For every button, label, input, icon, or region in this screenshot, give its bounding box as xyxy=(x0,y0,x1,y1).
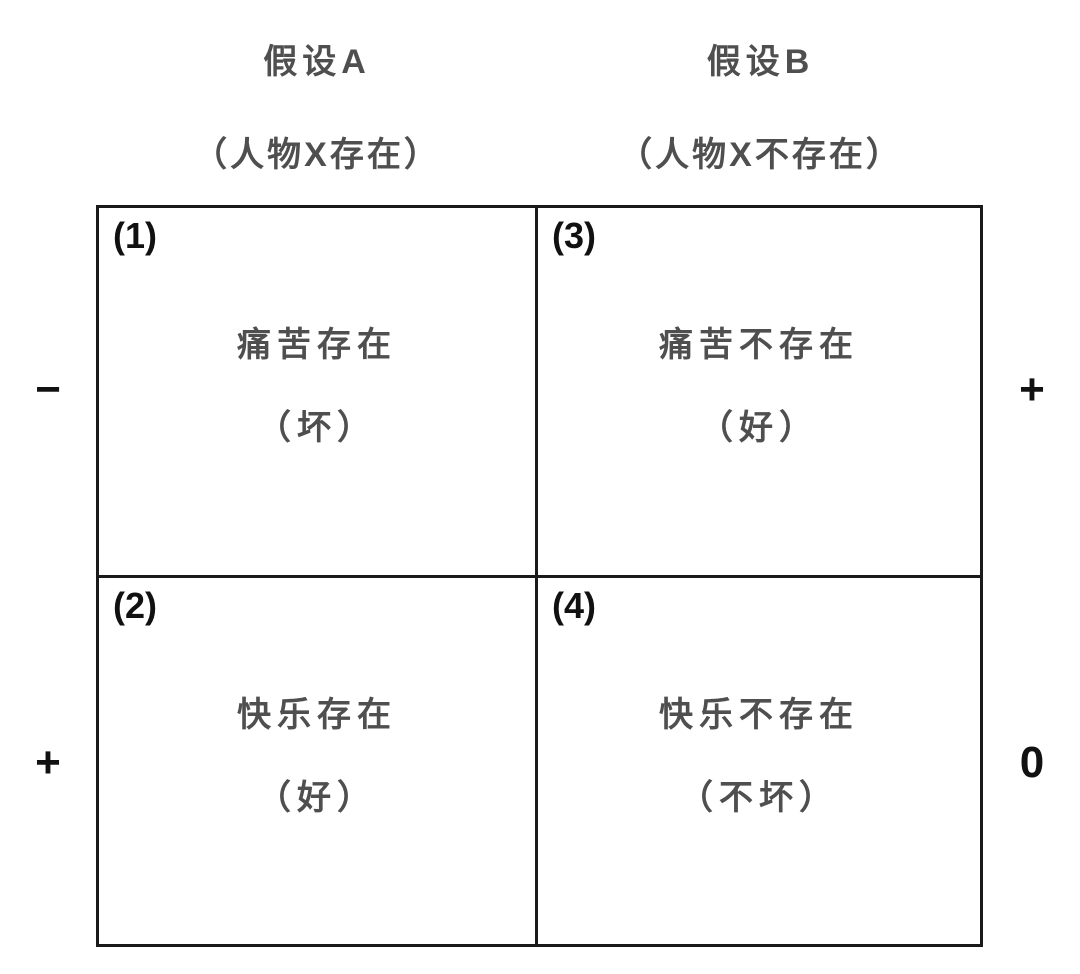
cell-1: (1) 痛苦存在 （坏） xyxy=(99,208,538,578)
axis-label-right-bottom-zero: 0 xyxy=(1019,738,1045,787)
cell-3: (3) 痛苦不存在 （好） xyxy=(538,208,980,578)
column-header-b-subtitle: （人物X不存在） xyxy=(618,136,903,174)
cell-4: (4) 快乐不存在 （不坏） xyxy=(538,578,980,944)
matrix-grid: (1) 痛苦存在 （坏） (3) 痛苦不存在 （好） (2) 快乐存在 （好） … xyxy=(96,205,983,947)
column-header-a-title: 假设A xyxy=(263,43,371,81)
column-header-b-title: 假设B xyxy=(706,43,815,81)
cell-4-verdict-text: （不坏） xyxy=(679,779,839,817)
column-header-a-subtitle: （人物X存在） xyxy=(193,136,441,174)
cell-1-verdict-text: （坏） xyxy=(257,409,377,447)
cell-3-number: (3) xyxy=(552,215,596,256)
cell-2-number: (2) xyxy=(113,585,157,626)
cell-3-outcome-text: 痛苦不存在 xyxy=(659,326,859,364)
cell-2-outcome-text: 快乐存在 xyxy=(237,696,397,734)
cell-2: (2) 快乐存在 （好） xyxy=(99,578,538,944)
cell-2-verdict-text: （好） xyxy=(257,779,377,817)
cell-3-verdict-text: （好） xyxy=(699,409,819,447)
cell-4-outcome-text: 快乐不存在 xyxy=(659,696,859,734)
cell-1-outcome-text: 痛苦存在 xyxy=(237,326,397,364)
cell-4-number: (4) xyxy=(552,585,596,626)
axis-label-left-bottom-plus: + xyxy=(35,738,61,787)
axis-label-right-top-plus: + xyxy=(1019,365,1045,414)
axis-label-left-top-minus: − xyxy=(35,365,61,414)
cell-1-number: (1) xyxy=(113,215,157,256)
